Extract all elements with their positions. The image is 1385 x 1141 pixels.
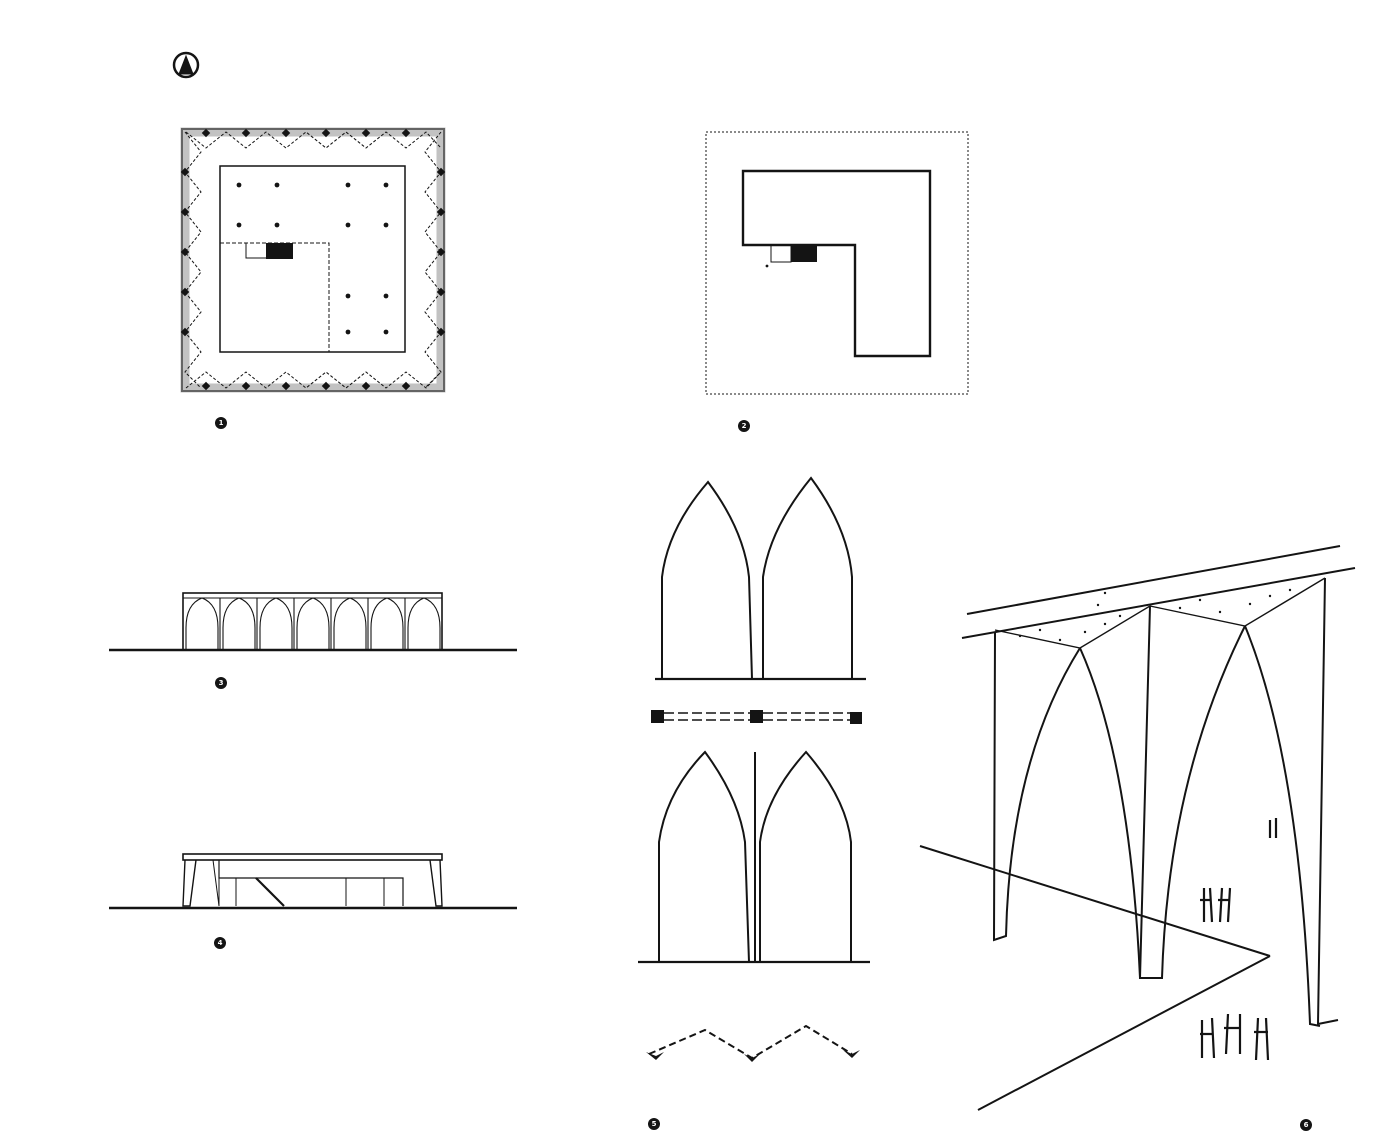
column-right <box>1316 577 1339 1026</box>
upper-arch-left <box>661 480 753 680</box>
l-plan-outline <box>741 169 932 358</box>
plan-core-block <box>266 243 293 259</box>
l-plan-core-block <box>791 245 817 262</box>
section-roof-slab <box>182 853 443 861</box>
svg-text:3: 3 <box>219 679 224 687</box>
elevation-drawing <box>109 592 517 652</box>
plan-top-zigzag <box>185 131 442 149</box>
plan-interior-columns <box>236 182 389 335</box>
elevation-arches <box>185 597 441 650</box>
roof-top-edge <box>966 545 1341 615</box>
ground-line-lower <box>977 955 1271 1111</box>
plan-inner-slab <box>219 165 406 353</box>
plan-border-columns <box>180 128 446 391</box>
plan-bottom-zigzag <box>185 371 442 389</box>
sheet-badge: A <box>172 51 200 79</box>
arch-study-drawing <box>638 476 870 1062</box>
upper-arch-right <box>762 476 853 679</box>
l-plan-boundary <box>705 131 969 395</box>
svg-text:5: 5 <box>652 1120 657 1128</box>
figure-number-5: 5 <box>648 1118 660 1130</box>
figure-number-4: 4 <box>214 937 226 949</box>
plan-enclosed-room <box>220 242 330 352</box>
section-stair <box>255 877 285 907</box>
floor-plan-drawing <box>180 127 446 393</box>
plan-left-zigzag <box>184 131 202 389</box>
svg-text:4: 4 <box>218 939 223 947</box>
svg-text:6: 6 <box>1304 1121 1309 1129</box>
column-middle <box>1138 605 1246 979</box>
arch-plan-strip <box>651 710 862 724</box>
section-drawing <box>109 853 517 910</box>
plan-right-zigzag <box>424 131 442 389</box>
svg-text:1: 1 <box>219 419 224 427</box>
l-plan-drawing <box>705 131 969 395</box>
figure-number-6: 6 <box>1300 1119 1312 1131</box>
elevation-roof-band <box>182 592 443 651</box>
figure-number-1: 1 <box>215 417 227 429</box>
roof-stipple <box>1018 588 1292 642</box>
column-left <box>992 631 1081 942</box>
lower-arch-left <box>658 750 750 963</box>
ground-line-upper <box>919 845 1271 957</box>
human-figures <box>1200 818 1278 1061</box>
roof-bottom-edge <box>961 567 1356 639</box>
lower-arch-right <box>759 750 852 962</box>
plan-hatched-border <box>180 127 446 393</box>
perspective-drawing <box>919 545 1356 1111</box>
figure-number-2: 2 <box>738 420 750 432</box>
figure-number-3: 3 <box>215 677 227 689</box>
zigzag-plan <box>648 1024 853 1060</box>
svg-text:2: 2 <box>742 422 747 430</box>
